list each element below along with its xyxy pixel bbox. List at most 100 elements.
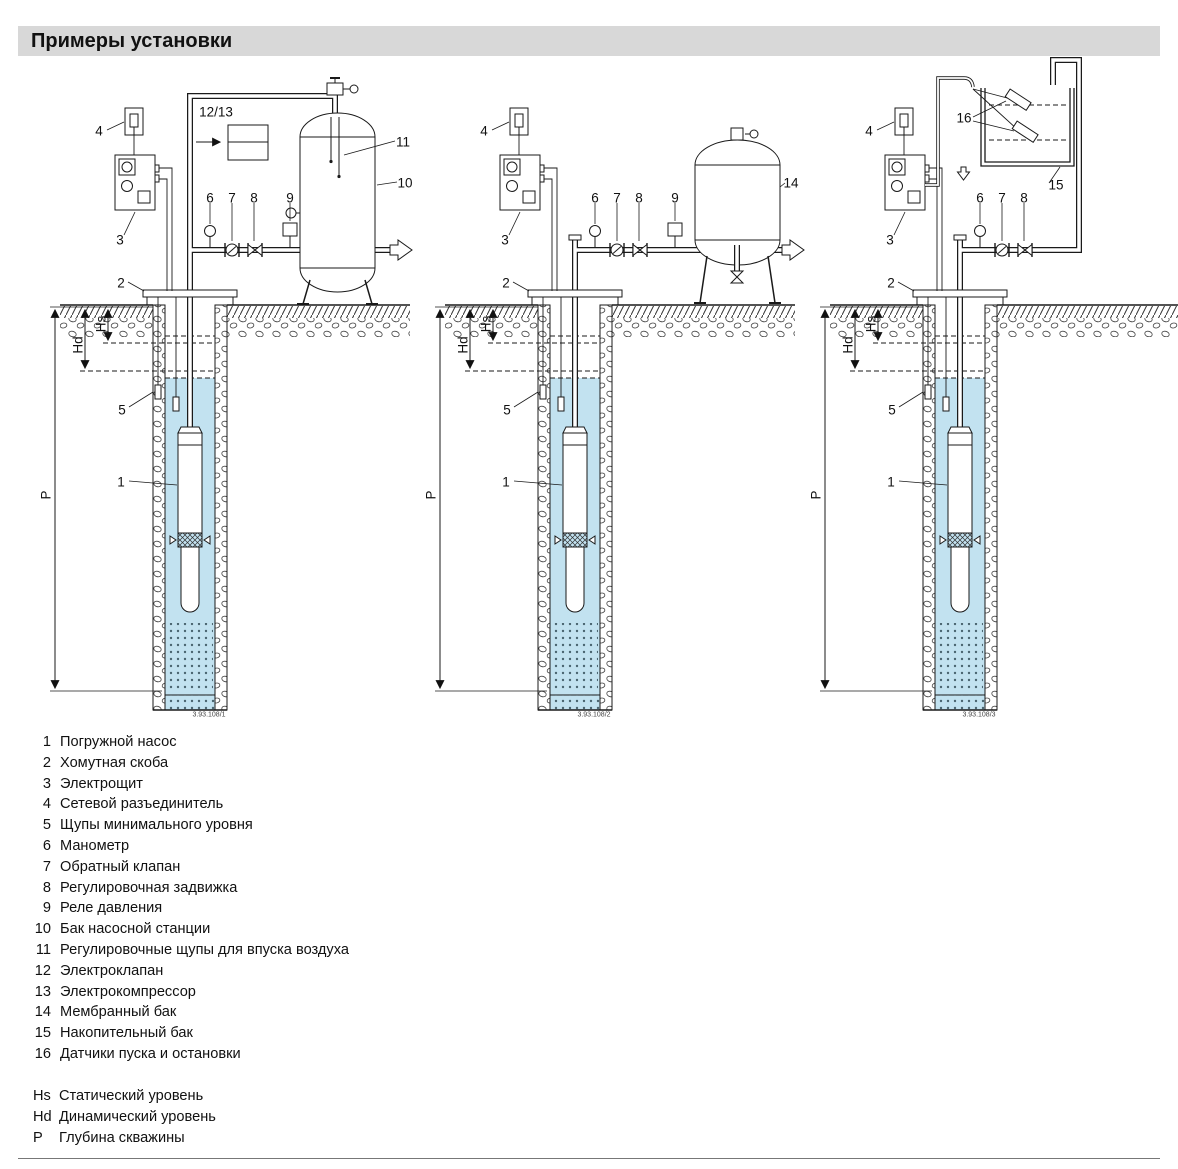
legend-item-label: Статический уровень [59,1088,204,1104]
legend-item: 16 Датчики пуска и остановки [33,1044,349,1065]
callout-disconnect: 4 [865,123,873,139]
legend-item: 14 Мембранный бак [33,1002,349,1023]
callout-pump: 1 [887,474,895,490]
legend-item-number: 4 [42,796,51,813]
callout-check-valve: 7 [998,190,1006,206]
legend-item-number: 7 [42,858,51,875]
callout-depth: P [38,490,54,500]
legend-item: P Глубина скважины [33,1128,216,1149]
callout-depth: P [423,490,439,500]
legend-item: 7 Обратный клапан [33,857,349,878]
figure-number: 3.93.108/2 [577,711,611,719]
legend-item-label: Реле давления [60,900,163,917]
page-title: Примеры установки [31,30,233,52]
legend-item-label: Накопительный бак [60,1025,193,1042]
legend-item-label: Датчики пуска и остановки [60,1045,241,1062]
callout-static-level: Hs [863,315,879,333]
callout-dynamic-level: Hd [840,336,856,354]
callout-pressure-switch: 9 [286,190,294,206]
callout-pump: 1 [502,474,510,490]
callout-probes: 5 [888,402,896,418]
legend-item-number: P [33,1130,43,1146]
callout-dynamic-level: Hd [455,336,471,354]
callout-tank: 14 [783,175,799,191]
legend-item-label: Хомутная скоба [60,754,169,771]
legend-item-number: 9 [42,900,51,917]
legend-item-number: Hd [33,1109,52,1125]
membrane-tank-assembly [568,127,805,304]
legend-item-label: Мембранный бак [60,1004,177,1021]
callout-gauge: 6 [206,190,214,206]
callout-panel: 3 [886,232,894,248]
legend-item-number: 12 [34,962,51,979]
legend-item: 4 Сетевой разъединитель [33,794,349,815]
legend-item-number: 5 [42,817,51,834]
legend-item-label: Регулировочные щупы для впуска воздуха [60,941,349,958]
storage-tank-assembly [925,76,1075,241]
callout-sensors: 16 [956,110,972,126]
legend-item: 10 Бак насосной станции [33,919,349,940]
legend-item-label: Электрощит [60,775,143,792]
callout-disconnect: 4 [480,123,488,139]
legend-item-number: Hs [33,1088,51,1104]
legend-item-number: 10 [34,921,51,938]
legend-item-label: Манометр [60,837,130,854]
legend-item-number: 16 [34,1045,51,1062]
legend-item: 8 Регулировочная задвижка [33,878,349,899]
legend-item-number: 6 [42,837,51,854]
section-header: Примеры установки [18,26,1160,56]
pressure-tank-assembly [196,77,413,305]
callout-tank: 10 [397,175,413,191]
legend-item-label: Глубина скважины [59,1130,185,1146]
legend-item-number: 14 [34,1004,51,1021]
callout-probes: 5 [503,402,511,418]
figure-number: 3.93.108/3 [962,711,996,719]
callout-clamp: 2 [117,275,125,291]
callout-static-level: Hs [478,315,494,333]
callout-clamp: 2 [502,275,510,291]
callout-air-probes: 11 [395,134,411,150]
legend-item-label: Обратный клапан [60,858,181,875]
callout-gauge: 6 [976,190,984,206]
legend-item-number: 1 [42,734,51,750]
callout-tank: 15 [1048,177,1064,193]
callout-check-valve: 7 [613,190,621,206]
callout-gauge: 6 [591,190,599,206]
legend-item-label: Электрокомпрессор [60,983,196,1000]
callout-valve-compressor: 12/13 [199,104,233,120]
callout-pump: 1 [117,474,125,490]
legend-item: 6 Манометр [33,836,349,857]
bottom-rule [18,1158,1160,1159]
legend-item-number: 11 [35,941,51,958]
callout-dynamic-level: Hd [70,336,86,354]
legend-item-label: Динамический уровень [59,1109,216,1125]
levels-legend: Hs Статический уровень Hd Динамический уро… [33,1086,216,1149]
legend-item-number: 13 [34,983,51,1000]
legend-item-label: Сетевой разъединитель [60,796,224,813]
legend-item-number: 15 [34,1025,51,1042]
callout-gate-valve: 8 [250,190,258,206]
callout-pressure-switch: 9 [671,190,679,206]
legend-item: 9 Реле давления [33,898,349,919]
callout-depth: P [808,490,824,500]
legend-item-label: Регулировочная задвижка [60,879,238,896]
legend-item-number: 8 [42,879,51,896]
callout-gate-valve: 8 [635,190,643,206]
legend-item: 13 Электрокомпрессор [33,982,349,1003]
callout-panel: 3 [116,232,124,248]
callout-disconnect: 4 [95,123,103,139]
callout-panel: 3 [501,232,509,248]
callout-probes: 5 [118,402,126,418]
legend-item-number: 2 [42,754,51,771]
callout-check-valve: 7 [228,190,236,206]
legend-item: Hs Статический уровень [33,1086,216,1107]
callout-gate-valve: 8 [1020,190,1028,206]
legend-item-label: Бак насосной станции [60,921,211,938]
installation-diagrams [0,57,1178,735]
